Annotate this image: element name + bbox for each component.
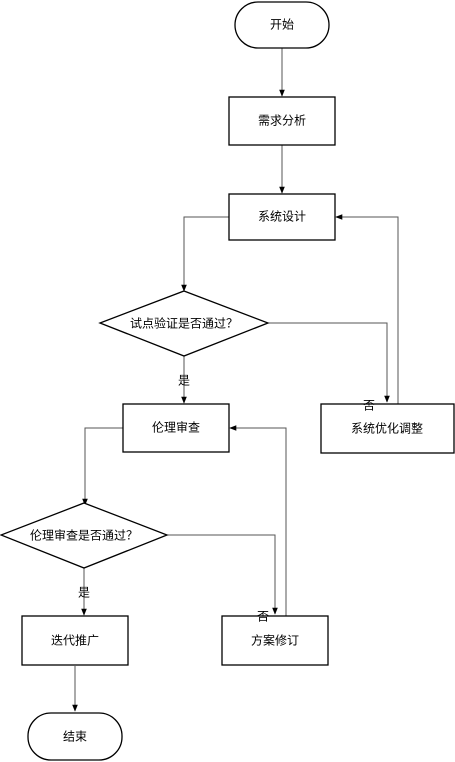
edge-pilot-no-to-optimize: [267, 322, 390, 403]
edge-label-ethics-yes: 是: [78, 586, 90, 600]
node-rollout: 迭代推广: [21, 615, 129, 666]
node-design: 系统设计: [228, 193, 336, 241]
edge-label-pilot-yes: 是: [178, 374, 190, 388]
node-start-label: 开始: [270, 18, 294, 32]
node-requirements-label: 需求分析: [258, 114, 306, 128]
edge-ethics-review-to-ethics-check: [82, 427, 123, 506]
node-end: 结束: [27, 712, 123, 761]
edge-label-ethics-no: 否: [257, 610, 269, 624]
node-end-label: 结束: [63, 730, 87, 744]
node-revise: 方案修订: [221, 615, 329, 666]
edge-design-to-pilot-check: [181, 216, 229, 292]
node-ethics-check-label: 伦理审查是否通过？: [30, 528, 138, 543]
node-design-label: 系统设计: [258, 210, 306, 224]
edges: [72, 48, 399, 712]
node-ethics-check: 伦理审查是否通过？: [0, 502, 169, 569]
node-pilot-check-label: 试点验证是否通过？: [130, 316, 238, 331]
node-requirements: 需求分析: [228, 96, 336, 146]
edge-revise-to-ethics-review: [229, 425, 287, 616]
edge-label-pilot-no: 否: [363, 399, 375, 413]
node-pilot-check: 试点验证是否通过？: [98, 290, 270, 357]
edge-optimize-to-design: [335, 214, 399, 404]
node-optimize: 系统优化调整: [320, 403, 455, 454]
node-start: 开始: [234, 1, 330, 49]
node-ethics-review-label: 伦理审查: [152, 420, 200, 435]
node-rollout-label: 迭代推广: [51, 634, 99, 648]
node-optimize-label: 系统优化调整: [351, 421, 423, 436]
node-revise-label: 方案修订: [251, 633, 299, 648]
node-ethics-review: 伦理审查: [122, 403, 230, 453]
edge-ethics-no-to-revise: [167, 534, 278, 615]
